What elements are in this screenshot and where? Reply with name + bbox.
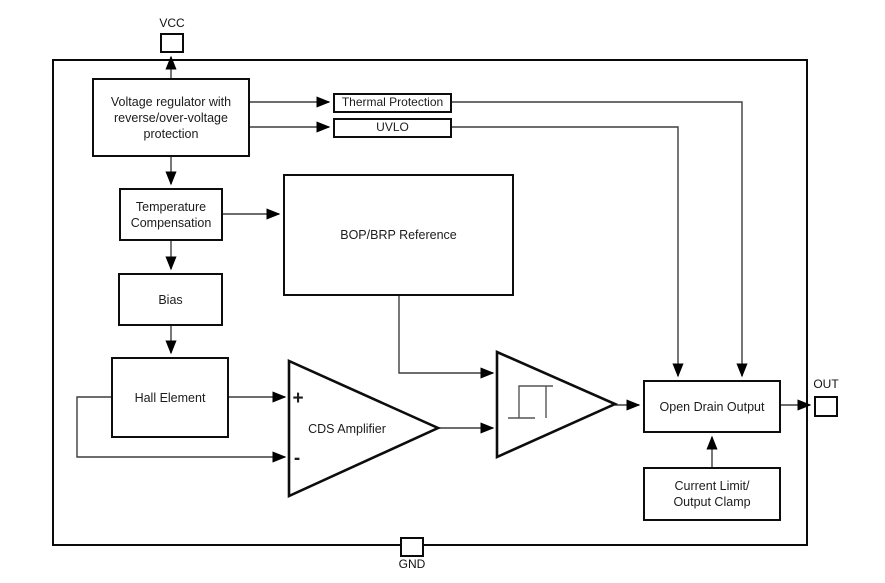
vcc-pin-pad — [160, 33, 184, 53]
wire-bop-brp-to-schmitt — [398, 296, 495, 379]
block-temperature-compensation: Temperature Compensation — [119, 188, 223, 241]
block-bias-label: Bias — [158, 292, 183, 307]
block-open-drain-output-label: Open Drain Output — [659, 399, 765, 414]
wire-hall-to-amp-minus — [76, 396, 287, 463]
block-current-limit-output-clamp-label: Current Limit/ Output Clamp — [673, 479, 751, 509]
block-hall-element-label: Hall Element — [134, 390, 206, 405]
schmitt-trigger-triangle — [495, 350, 619, 460]
amp-minus-input-label: - — [294, 448, 300, 469]
cds-amplifier-label: CDS Amplifier — [308, 422, 386, 436]
block-hall-element: Hall Element — [111, 357, 229, 438]
out-pin-label: OUT — [813, 377, 839, 391]
block-bop-brp-reference-label: BOP/BRP Reference — [340, 228, 457, 242]
block-thermal-protection-label: Thermal Protection — [341, 95, 444, 110]
block-bias: Bias — [118, 273, 223, 326]
block-voltage-regulator-label: Voltage regulator with reverse/over-volt… — [110, 94, 232, 141]
hysteresis-icon — [508, 385, 553, 419]
gnd-pin-pad — [400, 537, 424, 557]
chip-boundary — [52, 59, 808, 546]
vcc-pin-label: VCC — [159, 16, 185, 30]
wire-uvlo-to-open-drain — [452, 126, 684, 378]
block-voltage-regulator: Voltage regulator with reverse/over-volt… — [92, 78, 250, 157]
cds-amplifier-triangle — [287, 358, 442, 499]
block-bop-brp-reference: BOP/BRP Reference — [283, 174, 514, 296]
amp-plus-input-label: + — [292, 388, 303, 409]
gnd-pin-label: GND — [398, 557, 426, 571]
block-thermal-protection: Thermal Protection — [333, 93, 452, 113]
block-uvlo: UVLO — [333, 118, 452, 138]
block-current-limit-output-clamp: Current Limit/ Output Clamp — [643, 467, 781, 521]
block-open-drain-output: Open Drain Output — [643, 380, 781, 433]
wire-thermal-to-open-drain — [452, 101, 748, 378]
out-pin-pad — [814, 396, 838, 417]
block-uvlo-label: UVLO — [376, 120, 409, 135]
block-temperature-compensation-label: Temperature Compensation — [130, 199, 212, 230]
